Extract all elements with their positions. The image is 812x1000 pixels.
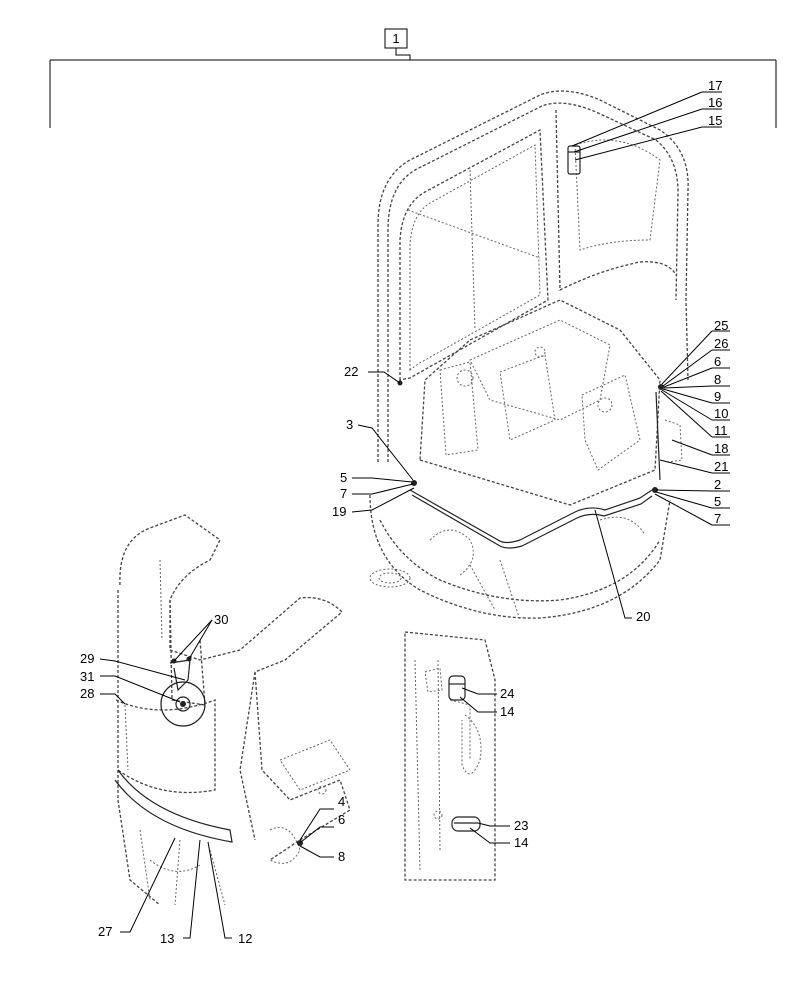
callout-9: 9 [714,389,721,404]
callout-14-lower: 14 [514,835,528,850]
callout-31: 31 [80,669,94,684]
callout-21: 21 [714,459,728,474]
callout-14-upper: 14 [500,704,514,719]
item-1-label: 1 [392,31,399,46]
callout-5-right: 5 [714,494,721,509]
callout-17: 17 [708,78,722,93]
callout-23: 23 [514,818,528,833]
callout-16: 16 [708,95,722,110]
callout-26: 26 [714,336,728,351]
callout-6: 6 [714,354,721,369]
callout-30: 30 [214,612,228,627]
callout-28: 28 [80,686,94,701]
callout-10: 10 [714,406,728,421]
callout-7-right: 7 [714,511,721,526]
callout-13: 13 [160,931,174,946]
callout-20: 20 [636,609,650,624]
callout-7-left: 7 [340,486,347,501]
callout-8: 8 [714,372,721,387]
callout-8-lower: 8 [338,849,345,864]
callout-19: 19 [332,504,346,519]
counterweight-illustration [114,514,351,906]
callout-2: 2 [714,477,721,492]
leader-lines [99,91,730,939]
callout-29: 29 [80,651,94,666]
callout-labels: 17 16 15 25 26 6 8 9 10 11 18 21 2 5 7 2… [80,78,728,946]
callout-11: 11 [714,423,728,438]
callout-22: 22 [344,364,358,379]
callout-4: 4 [338,794,345,809]
callout-18: 18 [714,441,728,456]
assembly-bracket: 1 [49,28,777,128]
cab-illustration [369,90,689,621]
callout-24: 24 [500,686,514,701]
callout-6-lower: 6 [338,812,345,827]
callout-25: 25 [714,318,728,333]
callout-15: 15 [708,113,722,128]
callout-3: 3 [346,417,353,432]
callout-12: 12 [238,931,252,946]
callout-5-left: 5 [340,470,347,485]
inset-door-illustration [404,631,496,881]
callout-27: 27 [98,924,112,939]
